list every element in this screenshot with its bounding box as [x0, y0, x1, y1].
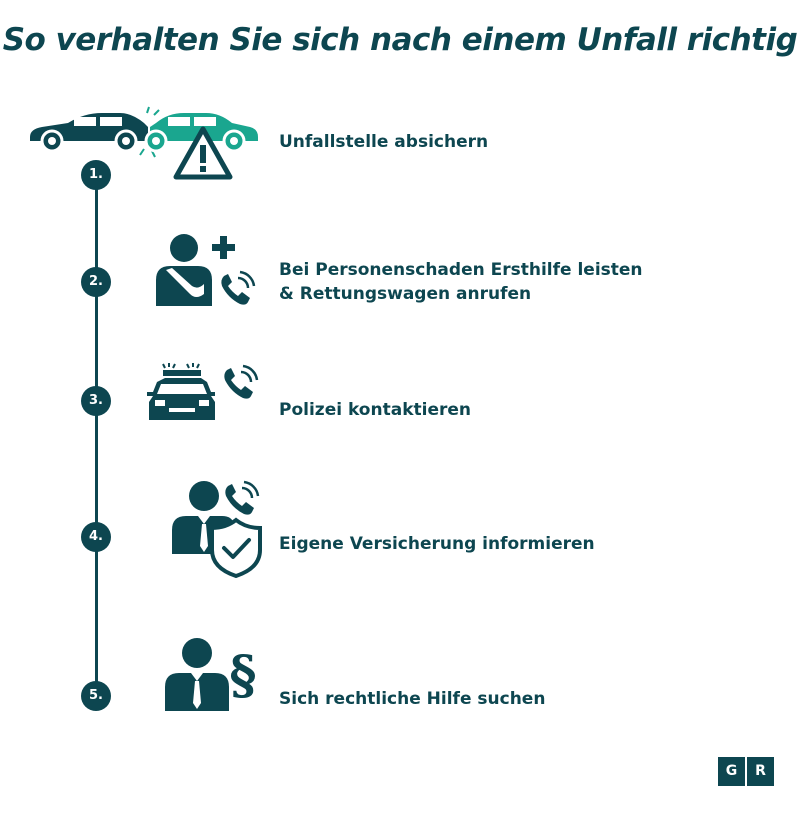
step-label-1: Unfallstelle absichern	[279, 132, 489, 152]
injured-person-phone-icon	[156, 234, 256, 306]
brand-logo: G R	[718, 757, 774, 786]
lawyer-paragraph-icon: §	[165, 638, 257, 711]
step-label-2-line2: & Rettungswagen anrufen	[279, 284, 532, 304]
police-car-phone-icon	[147, 363, 259, 420]
step-number-4: 4.	[81, 522, 111, 552]
brand-letter-g: G	[718, 757, 745, 786]
step-label-3: Polizei kontaktieren	[279, 400, 471, 420]
step-label-4: Eigene Versicherung informieren	[279, 534, 595, 554]
brand-letter-r: R	[747, 757, 774, 786]
insurance-agent-shield-icon	[172, 480, 262, 578]
car-crash-warning-icon	[30, 106, 258, 180]
step-label-2: Bei Personenschaden Ersthilfe leisten & …	[279, 258, 643, 306]
timeline-line	[95, 172, 98, 698]
step-number-2: 2.	[81, 267, 111, 297]
page-title: So verhalten Sie sich nach einem Unfall …	[2, 22, 798, 58]
step-number-3: 3.	[81, 386, 111, 416]
svg-text:§: §	[229, 645, 256, 706]
step-label-5: Sich rechtliche Hilfe suchen	[279, 689, 546, 709]
step-number-5: 5.	[81, 681, 111, 711]
step-number-1: 1.	[81, 160, 111, 190]
step-label-2-line1: Bei Personenschaden Ersthilfe leisten	[279, 260, 643, 280]
